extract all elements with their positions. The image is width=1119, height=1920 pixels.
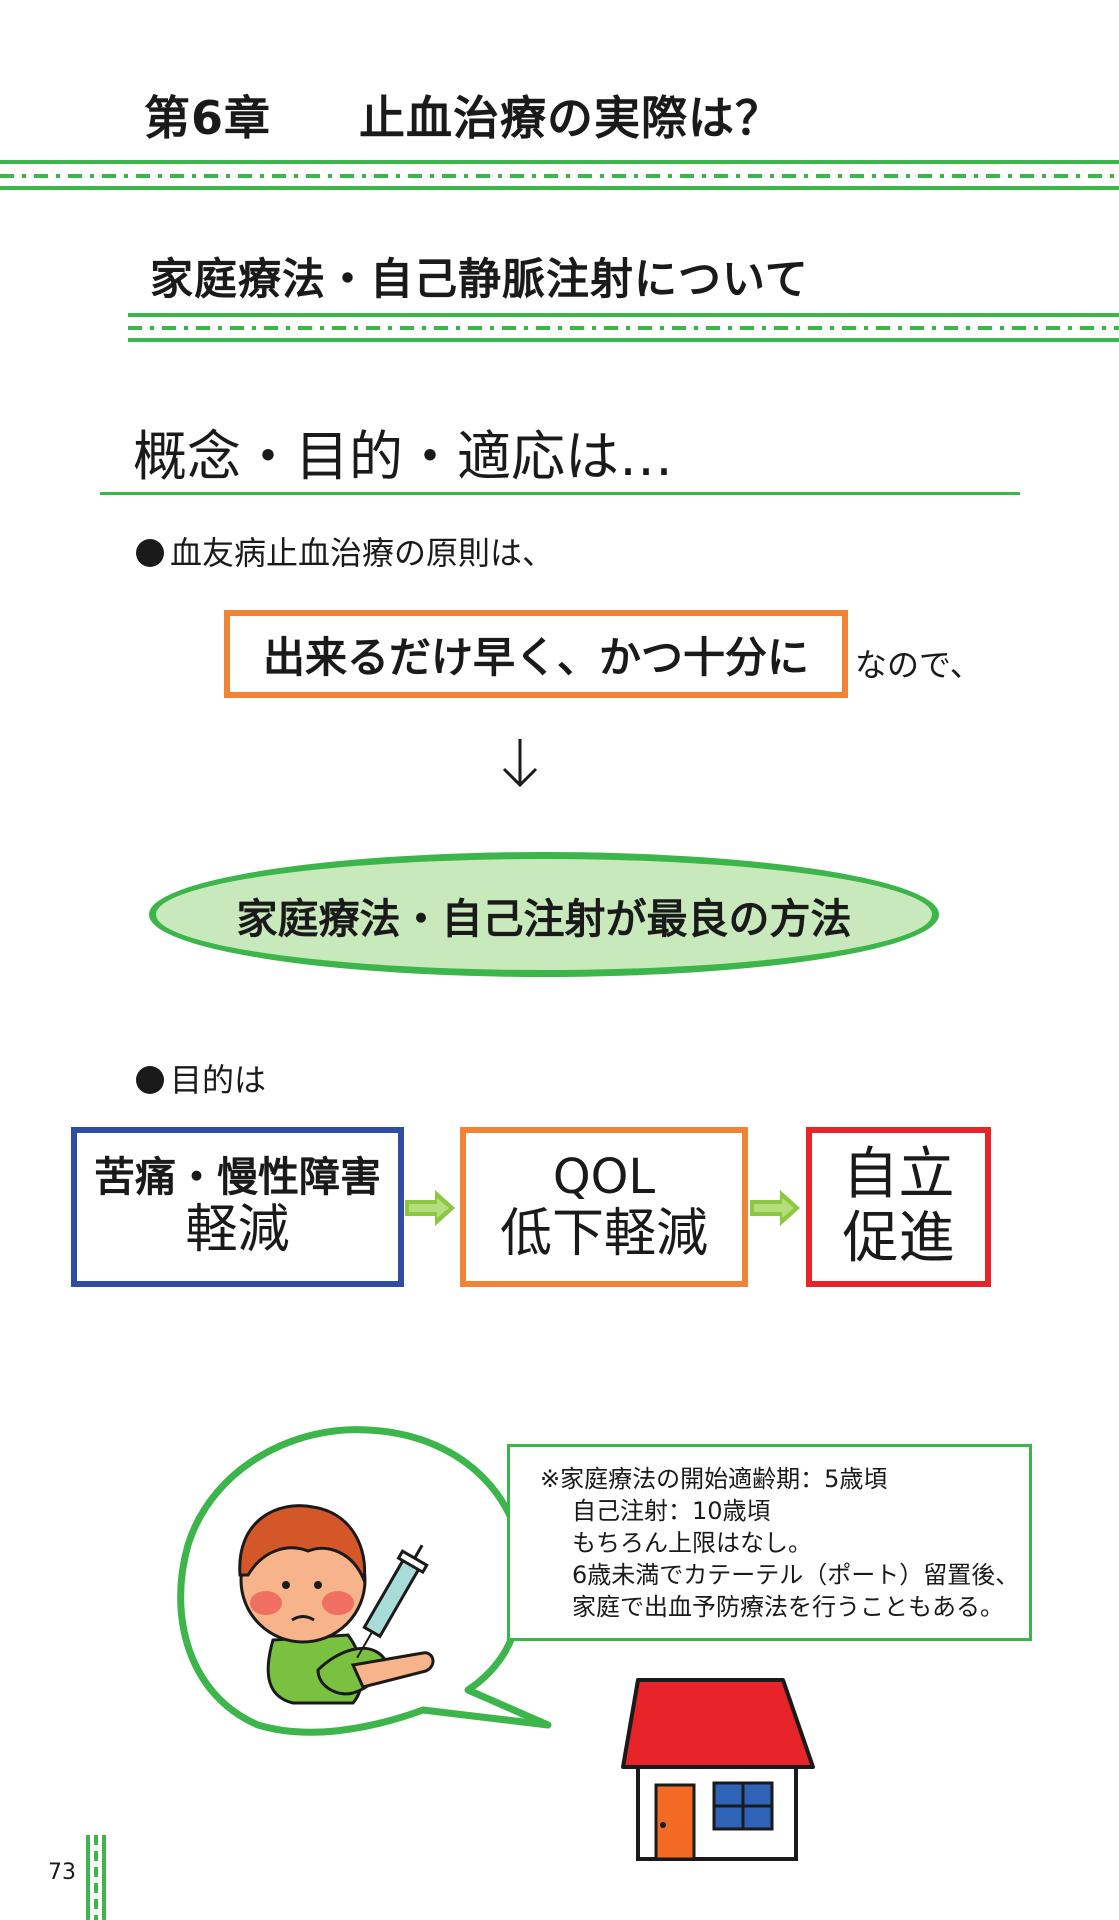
note-line: ※家庭療法の開始適齢期：5歳頃 <box>540 1465 888 1493</box>
section-title: 家庭療法・自己静脈注射について <box>150 255 809 305</box>
principle-box-text: 出来るだけ早く、かつ十分に <box>262 632 809 682</box>
header-rule-top <box>0 160 1119 164</box>
best-method-text: 家庭療法・自己注射が最良の方法 <box>236 894 852 943</box>
footer-rule-right <box>102 1835 106 1920</box>
purpose-bullet: 目的は <box>136 1055 266 1101</box>
chapter-number: 第6章 <box>144 91 272 145</box>
footer-rule-left <box>86 1835 90 1920</box>
note-line: 自己注射：10歳頃 <box>572 1497 771 1525</box>
principle-bullet-text: 血友病止血治療の原則は、 <box>170 534 555 572</box>
bullet-dot <box>136 539 164 567</box>
section-dash-rule <box>128 326 1119 330</box>
speech-bubble-illustration <box>177 1426 552 1736</box>
note-line: 6歳未満でカテーテル（ポート）留置後、 <box>572 1561 1020 1589</box>
purpose-bullet-text: 目的は <box>170 1061 267 1099</box>
right-arrow-icon <box>405 1190 455 1226</box>
concept-underline <box>100 492 1020 495</box>
header-dash-rule <box>0 174 1119 178</box>
principle-suffix: なので、 <box>855 646 982 684</box>
page-number: 73 <box>48 1860 76 1885</box>
bullet-dot <box>136 1066 164 1094</box>
note-line: 家庭で出血予防療法を行うこともある。 <box>572 1593 1004 1621</box>
purpose-box-independence: 自立 促進 <box>806 1127 991 1287</box>
house-icon <box>621 1678 815 1861</box>
purpose-box-line1: 自立 <box>842 1141 955 1207</box>
child-illustration <box>238 1504 435 1705</box>
concept-heading: 概念・目的・適応は… <box>133 425 673 488</box>
best-method-ellipse: 家庭療法・自己注射が最良の方法 <box>149 852 939 977</box>
principle-box: 出来るだけ早く、かつ十分に <box>224 610 848 698</box>
section-rule-bottom <box>128 338 1119 342</box>
right-arrow-icon <box>750 1190 800 1226</box>
section-rule-top <box>128 313 1119 317</box>
purpose-box-line2: 促進 <box>842 1206 955 1271</box>
purpose-box-pain: 苦痛・慢性障害 軽減 <box>71 1127 404 1287</box>
header-rule-bottom <box>0 186 1119 190</box>
note-line: もちろん上限はなし。 <box>572 1529 812 1557</box>
purpose-box-line1: QOL <box>552 1148 656 1205</box>
note-box: ※家庭療法の開始適齢期：5歳頃 自己注射：10歳頃 もちろん上限はなし。 6歳未… <box>507 1444 1032 1641</box>
purpose-box-line2: 軽減 <box>185 1199 290 1260</box>
purpose-box-line2: 低下軽減 <box>499 1203 708 1264</box>
arrow-down-icon <box>502 739 538 788</box>
principle-bullet: 血友病止血治療の原則は、 <box>136 528 554 574</box>
chapter-heading: 止血治療の実際は？ <box>359 91 782 145</box>
chapter-title: 第6章 止血治療の実際は？ <box>144 82 782 148</box>
purpose-box-qol: QOL 低下軽減 <box>460 1127 748 1287</box>
footer-dash-rule <box>94 1835 98 1920</box>
purpose-box-line1: 苦痛・慢性障害 <box>94 1152 381 1201</box>
